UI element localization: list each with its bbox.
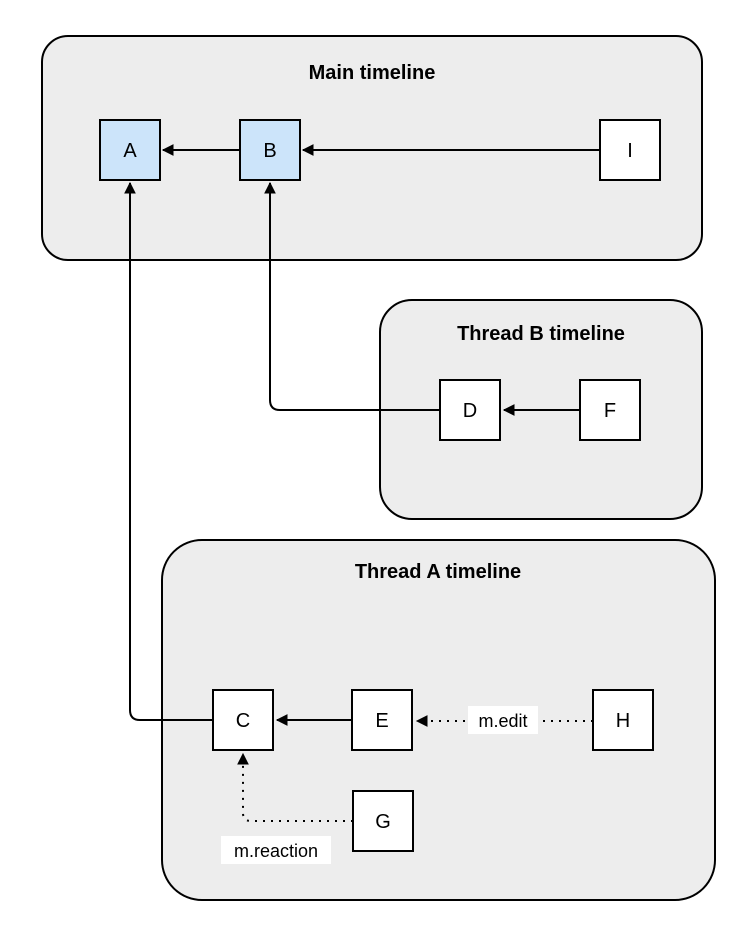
edge-d-to-b xyxy=(264,181,440,411)
node-d: D xyxy=(439,379,501,441)
node-a-box xyxy=(99,119,161,181)
m-edit-label: m.edit xyxy=(478,711,527,731)
node-c-box xyxy=(212,689,274,751)
node-b-label: B xyxy=(263,140,276,162)
main-timeline-box xyxy=(41,35,703,261)
main-timeline-title: Main timeline xyxy=(309,62,436,84)
node-e: E xyxy=(351,689,413,751)
node-d-label: D xyxy=(463,400,477,422)
node-g-label: G xyxy=(375,811,391,833)
node-h-box xyxy=(592,689,654,751)
m-reaction-label: m.reaction xyxy=(234,841,318,861)
node-i: I xyxy=(599,119,661,181)
thread-b-timeline-title: Thread B timeline xyxy=(457,323,625,345)
node-g: G xyxy=(352,790,414,852)
m-reaction-label-bg xyxy=(221,836,331,864)
node-b: B xyxy=(239,119,301,181)
node-c: C xyxy=(212,689,274,751)
edge-label-m-reaction: m.reaction xyxy=(221,836,331,864)
node-i-box xyxy=(599,119,661,181)
node-b-box xyxy=(239,119,301,181)
node-h-label: H xyxy=(616,710,630,732)
node-h: H xyxy=(592,689,654,751)
thread-a-timeline-title: Thread A timeline xyxy=(355,561,521,583)
node-e-box xyxy=(351,689,413,751)
node-c-label: C xyxy=(236,710,250,732)
node-e-label: E xyxy=(375,710,388,732)
node-g-box xyxy=(352,790,414,852)
node-i-label: I xyxy=(627,140,633,162)
edge-c-to-a xyxy=(124,181,213,721)
node-f-label: F xyxy=(604,400,616,422)
node-a-label: A xyxy=(123,140,137,162)
container-main-timeline: Main timeline xyxy=(41,35,703,261)
edge-label-m-edit: m.edit xyxy=(468,706,538,734)
node-f-box xyxy=(579,379,641,441)
node-f: F xyxy=(579,379,641,441)
node-a: A xyxy=(99,119,161,181)
node-d-box xyxy=(439,379,501,441)
m-edit-label-bg xyxy=(468,706,538,734)
